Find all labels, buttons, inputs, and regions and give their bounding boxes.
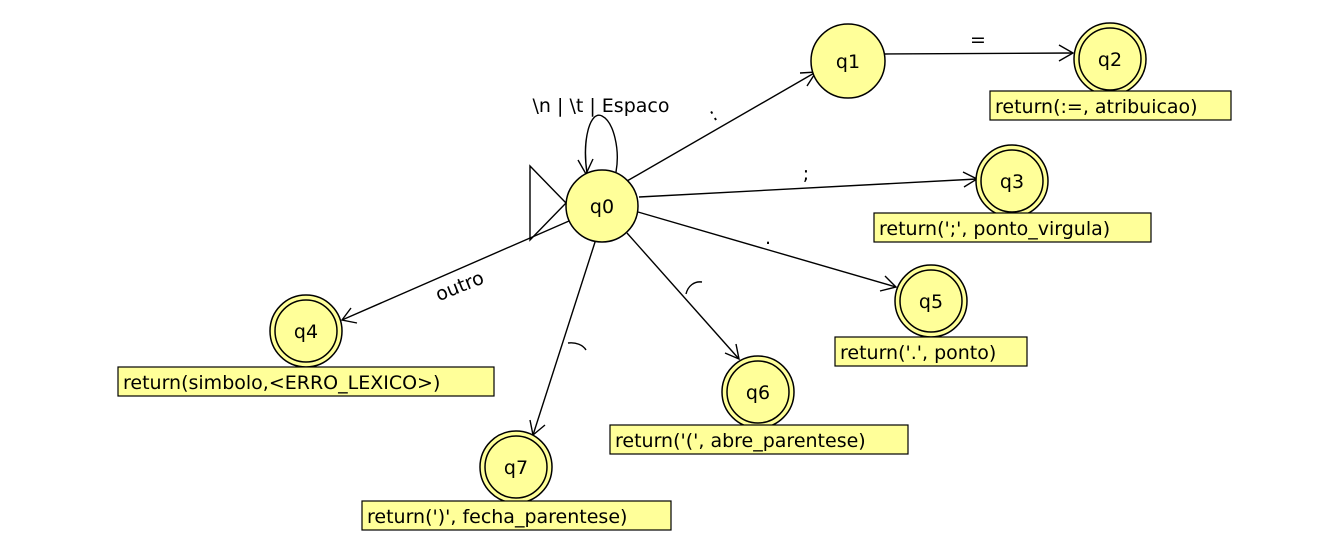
- state-q2[interactable]: q2: [1073, 22, 1147, 96]
- arrowhead-q0-q6: [724, 343, 740, 361]
- state-q2-inner: [1078, 27, 1142, 91]
- output-q6-text: return('(', abre_parentese): [615, 430, 866, 452]
- edge-q0-q3: [638, 178, 978, 198]
- arrowhead-q0-q4: [340, 307, 358, 324]
- edge-q0-q7: [532, 238, 597, 436]
- state-q7-inner: [484, 435, 548, 499]
- state-q3-inner: [980, 149, 1044, 213]
- output-box-q4-rect: [117, 366, 495, 397]
- label-loop: \n | \t | Espaco: [533, 95, 670, 117]
- output-q5-text: return('.', ponto): [840, 342, 996, 364]
- state-q1[interactable]: q1: [810, 23, 886, 99]
- state-q6[interactable]: q6: [721, 355, 795, 429]
- state-q1-circle: [810, 23, 886, 99]
- state-q4[interactable]: q4: [269, 294, 343, 368]
- state-q1-label: q1: [836, 51, 860, 73]
- output-box-q6: return('(', abre_parentese): [609, 424, 909, 455]
- output-box-q5-rect: [834, 336, 1028, 367]
- state-q4-label: q4: [294, 321, 318, 343]
- state-q3-label: q3: [1000, 171, 1024, 193]
- label-q0-q3: ;: [803, 163, 809, 185]
- state-q7-label: q7: [504, 457, 528, 479]
- state-q7[interactable]: q7: [479, 430, 553, 504]
- paren-open-mark: [685, 281, 703, 295]
- output-box-q4: return(simbolo,<ERRO_LEXICO>): [117, 366, 495, 397]
- start-arrow: [529, 164, 567, 242]
- paren-close-mark: [567, 342, 587, 351]
- state-q6-inner: [726, 360, 790, 424]
- arrowhead-q0-q5: [879, 275, 898, 292]
- state-q4-inner: [274, 299, 338, 363]
- edge-q0-loop: [584, 114, 618, 174]
- label-q0-q1: :: [705, 104, 722, 126]
- output-box-q3: return(';', ponto_virgula): [873, 212, 1152, 243]
- state-q3[interactable]: q3: [975, 144, 1049, 218]
- output-box-q7-rect: [361, 500, 672, 531]
- output-q7-text: return(')', fecha_parentese): [367, 506, 627, 528]
- edge-q0-q1: [626, 71, 817, 182]
- output-box-q3-rect: [873, 212, 1152, 243]
- output-box-q5: return('.', ponto): [834, 336, 1028, 367]
- label-q1-q2: =: [970, 29, 986, 51]
- state-q5-inner: [899, 269, 963, 333]
- state-q5[interactable]: q5: [894, 264, 968, 338]
- output-q2-text: return(:=, atribuicao): [995, 96, 1198, 118]
- output-box-q6-rect: [609, 424, 909, 455]
- label-q0-q4: outro: [432, 267, 487, 306]
- state-q0-label: q0: [590, 196, 614, 218]
- output-box-q2-rect: [989, 90, 1232, 121]
- output-q3-text: return(';', ponto_virgula): [879, 218, 1110, 240]
- state-q0[interactable]: q0: [565, 169, 639, 243]
- label-q0-q5: .: [765, 227, 771, 249]
- edge-q0-q5: [637, 211, 897, 288]
- output-q4-text: return(simbolo,<ERRO_LEXICO>): [123, 372, 440, 394]
- output-box-q2: return(:=, atribuicao): [989, 90, 1232, 121]
- edge-q0-q4: [341, 220, 570, 321]
- state-q0-circle: [565, 169, 639, 243]
- output-box-q7: return(')', fecha_parentese): [361, 500, 672, 531]
- edge-q1-q2: [884, 52, 1074, 55]
- state-q6-label: q6: [746, 382, 770, 404]
- arrowhead-q1-q2: [1058, 44, 1075, 62]
- edge-q0-q6: [626, 232, 740, 360]
- state-q2-label: q2: [1098, 49, 1122, 71]
- state-q5-label: q5: [919, 291, 943, 313]
